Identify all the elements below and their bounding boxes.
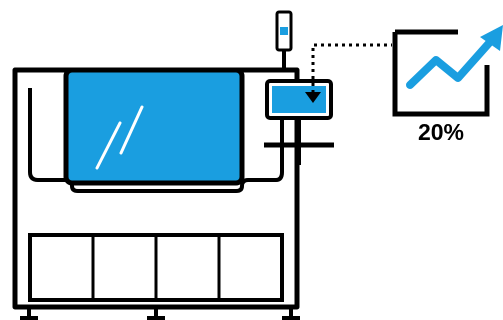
machine-foot xyxy=(282,307,300,320)
trend-card-outline xyxy=(392,32,490,117)
improvement-percentage: 20% xyxy=(418,119,464,145)
machine-upper-frame xyxy=(28,88,284,193)
window-glare-line xyxy=(95,121,122,170)
signal-tower-icon xyxy=(275,10,293,70)
data-link-dotted-line xyxy=(311,43,392,100)
window-glare-line xyxy=(119,105,144,155)
machine-foot xyxy=(20,307,38,320)
machine-foot xyxy=(147,307,165,320)
data-link-arrow-icon xyxy=(305,92,321,103)
machine-window xyxy=(63,67,245,186)
trend-line xyxy=(406,38,494,89)
trend-arrowhead-icon xyxy=(480,25,503,51)
rising-trend-chart-icon xyxy=(392,25,503,117)
monitor-icon xyxy=(264,43,392,165)
monitor-screen xyxy=(272,86,326,113)
signal-tower-light xyxy=(280,27,288,35)
industrial-machine-icon xyxy=(12,67,300,320)
